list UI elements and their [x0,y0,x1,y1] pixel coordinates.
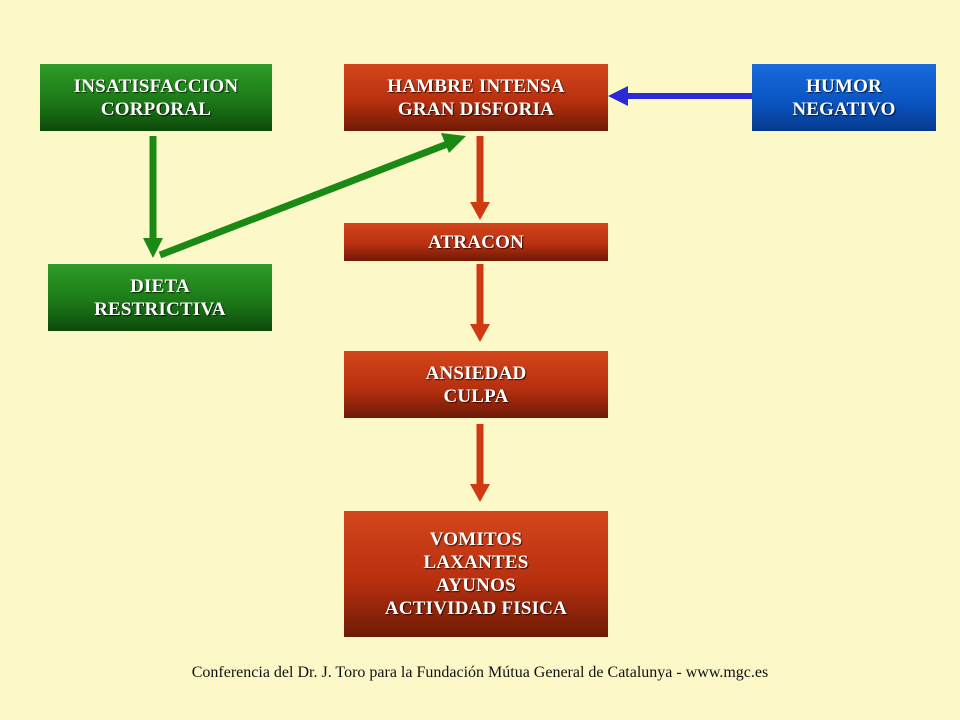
node-line: CULPA [443,385,509,407]
node-line: GRAN DISFORIA [397,98,555,120]
node-line: VOMITOS [429,529,523,550]
arrow-hambre-to-atracon [470,136,490,220]
node-vomitos: VOMITOS LAXANTES AYUNOS ACTIVIDAD FISICA [344,511,608,637]
node-line: ANSIEDAD [425,362,527,384]
footer-credit: Conferencia del Dr. J. Toro para la Fund… [191,664,769,681]
node-dieta-restrictiva: DIETA RESTRICTIVA [48,264,272,331]
arrow-insatisfaccion-to-dieta [143,136,163,258]
node-line: DIETA [130,275,190,297]
arrow-ansiedad-to-vomitos [470,424,490,502]
arrow-atracon-to-ansiedad [470,264,490,342]
node-humor-negativo: HUMOR NEGATIVO [752,64,936,131]
node-insatisfaccion-corporal: INSATISFACCION CORPORAL [40,64,272,131]
node-line: RESTRICTIVA [94,298,226,320]
node-line: NEGATIVO [792,98,896,120]
node-line: LAXANTES [423,552,529,573]
node-line: INSATISFACCION [73,75,239,97]
node-line: AYUNOS [436,575,516,596]
node-line: ATRACON [427,231,525,253]
node-ansiedad-culpa: ANSIEDAD CULPA [344,351,608,418]
arrow-humor-to-hambre [608,86,752,106]
node-atracon: ATRACON [344,223,608,261]
node-line: HUMOR [806,75,882,97]
node-line: CORPORAL [100,98,212,120]
node-line: HAMBRE INTENSA [387,75,565,97]
node-line: ACTIVIDAD FISICA [384,598,568,619]
node-hambre-intensa: HAMBRE INTENSA GRAN DISFORIA [344,64,608,131]
